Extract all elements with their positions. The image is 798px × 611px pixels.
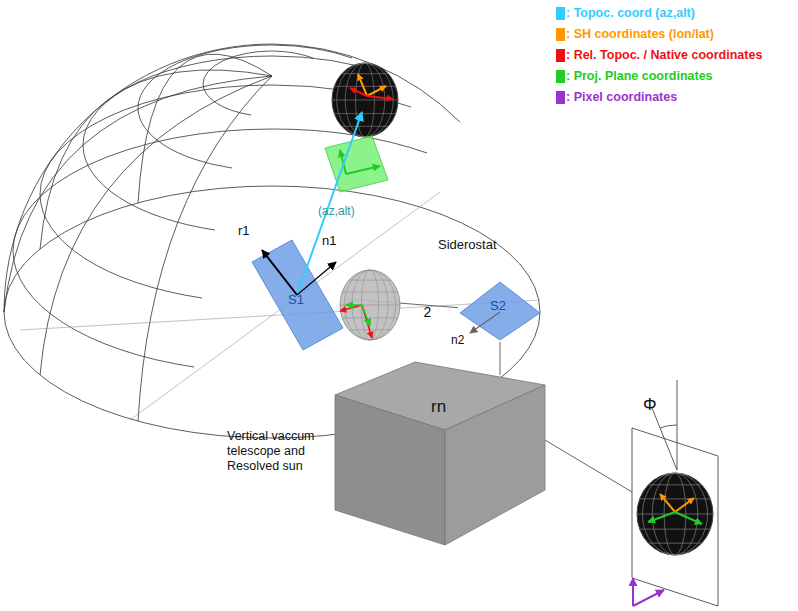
- mirror-s1: S1: [250, 240, 345, 350]
- legend-text: : SH coordinates (lon/lat): [566, 26, 714, 42]
- path-label: 2: [424, 305, 432, 320]
- legend-text: : Topoc. coord (az,alt): [566, 5, 695, 21]
- legend-swatch: [556, 7, 565, 20]
- node-face: [445, 385, 545, 545]
- reflected-sun: [340, 270, 400, 340]
- legend-swatch: [556, 70, 565, 83]
- coordinate-label: (az,alt): [318, 205, 355, 218]
- part-label: Siderostat: [438, 238, 497, 252]
- telescope-box: rnVertical vaccum telescope and Resolved…: [335, 375, 545, 545]
- legend-text: : Rel. Topoc. / Native coordinates: [566, 47, 762, 63]
- light-path: [500, 342, 501, 375]
- node-face: [252, 240, 343, 350]
- legend-text: : Pixel coordinates: [566, 89, 677, 105]
- node-outline: [335, 362, 545, 545]
- angle-label: Φ: [643, 396, 657, 415]
- light-path: [345, 299, 458, 308]
- projected-sun: [332, 63, 398, 137]
- sun-coordinate-axes: [350, 74, 393, 99]
- node-text: S1: [288, 292, 304, 308]
- vector-label: r1: [238, 224, 250, 238]
- legend-text: : Proj. Plane coordinates: [566, 68, 713, 84]
- image-plane: [632, 380, 718, 606]
- node-text: Vertical vaccum telescope and Resolved s…: [227, 429, 339, 474]
- output-beam: [545, 440, 632, 492]
- dome-outline: [4, 44, 460, 312]
- legend-swatch: [556, 49, 565, 62]
- node-text: rn: [431, 397, 446, 417]
- node-text: S2: [490, 298, 506, 314]
- vector-label: n2: [451, 334, 464, 347]
- node-face: [335, 395, 445, 545]
- projection-plane: [325, 136, 388, 192]
- vector-label: n1: [322, 234, 336, 248]
- legend-swatch: [556, 28, 565, 41]
- mirror-s2: S2: [458, 280, 542, 342]
- legend-swatch: [556, 91, 565, 104]
- node-face: [460, 282, 540, 340]
